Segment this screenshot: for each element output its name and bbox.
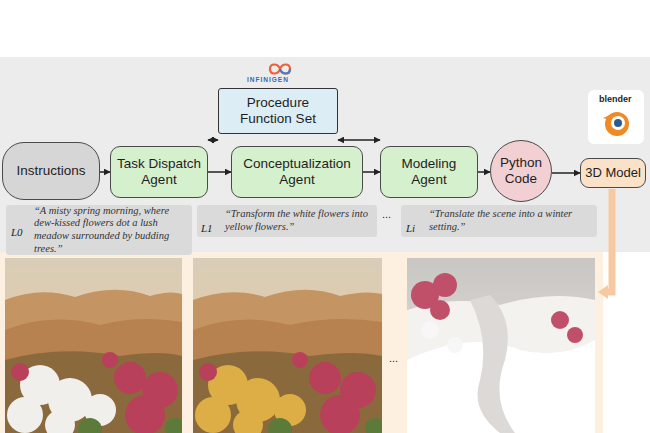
agent-box: Task Dispatch Agent bbox=[110, 146, 208, 198]
flow-arrow bbox=[100, 171, 110, 173]
agent-box: Conceptualization Agent bbox=[231, 146, 363, 198]
node-text: Modeling Agent bbox=[386, 156, 472, 187]
yellow-render bbox=[195, 397, 231, 433]
function-set-box: Procedure Function Set bbox=[218, 88, 338, 134]
logo-text: INFINIGEN bbox=[247, 76, 289, 83]
result-panel bbox=[0, 252, 603, 433]
winter-render bbox=[567, 327, 583, 343]
flow-arrow bbox=[208, 139, 218, 141]
winter-render bbox=[447, 337, 463, 353]
yellow-render bbox=[365, 418, 382, 433]
input-box: Instructions bbox=[2, 142, 100, 200]
agent-box: Modeling Agent bbox=[380, 146, 478, 198]
winter-render bbox=[407, 296, 595, 433]
flow-arrow bbox=[208, 171, 231, 173]
node-text: “Transform the white flowers into yellow… bbox=[225, 208, 371, 233]
model-leader bbox=[598, 285, 608, 299]
spring-render bbox=[78, 418, 102, 433]
blender-logo bbox=[611, 116, 625, 130]
winter-render bbox=[421, 321, 439, 339]
logo-text: blender bbox=[599, 94, 632, 104]
spring-render bbox=[7, 397, 43, 433]
spring-render bbox=[114, 362, 146, 394]
ellipsis: ... bbox=[382, 208, 391, 220]
flow-arrow bbox=[478, 171, 490, 173]
winter-render bbox=[407, 258, 595, 433]
node-text: Instructions bbox=[16, 163, 85, 179]
output-box: 3D Model bbox=[580, 158, 646, 188]
winter-render bbox=[421, 321, 463, 353]
node-text: 3D Model bbox=[585, 166, 641, 181]
infinigen-logo bbox=[280, 69, 290, 74]
yellow-render bbox=[292, 352, 308, 368]
code-circle: Python Code bbox=[490, 140, 552, 202]
instruction-quote: “Translate the scene into a winter setti… bbox=[401, 205, 597, 237]
winter-render bbox=[551, 311, 569, 329]
yellow-render bbox=[309, 362, 341, 394]
node-text: Conceptualization Agent bbox=[237, 156, 357, 187]
infinigen-logo bbox=[270, 65, 290, 74]
turn-index: Li bbox=[406, 222, 415, 234]
blender-logo bbox=[588, 90, 644, 144]
model-leader bbox=[606, 189, 612, 292]
node-text: Python Code bbox=[496, 155, 546, 186]
winter-render bbox=[411, 273, 583, 343]
yellow-render bbox=[320, 395, 360, 433]
winter-render bbox=[470, 295, 515, 433]
result-panel bbox=[0, 252, 603, 433]
winter-render bbox=[407, 258, 595, 433]
spring-render bbox=[11, 363, 29, 381]
flow-arrow bbox=[552, 172, 580, 174]
infinigen-logo bbox=[270, 65, 290, 74]
winter-render bbox=[430, 300, 450, 320]
winter-render bbox=[433, 273, 457, 297]
spring-render bbox=[165, 418, 182, 433]
ellipsis: ... bbox=[389, 352, 398, 364]
spring-render bbox=[45, 410, 75, 433]
yellow-render bbox=[268, 418, 292, 433]
blender-logo bbox=[588, 90, 644, 144]
yellow-render bbox=[199, 363, 217, 381]
node-text: Procedure Function Set bbox=[224, 95, 332, 126]
spring-render bbox=[5, 258, 182, 433]
model-leader bbox=[598, 189, 612, 299]
yellow-render bbox=[193, 258, 382, 433]
instruction-quote: “Transform the white flowers into yellow… bbox=[197, 205, 377, 237]
turn-index: L0 bbox=[11, 226, 23, 238]
node-text: “Translate the scene into a winter setti… bbox=[429, 208, 591, 233]
yellow-render bbox=[268, 418, 382, 433]
yellow-render bbox=[233, 410, 263, 433]
blender-logo bbox=[614, 119, 622, 127]
turn-index: L1 bbox=[201, 222, 213, 234]
node-text: “A misty spring morning, where dew-kisse… bbox=[34, 205, 186, 255]
node-text: Task Dispatch Agent bbox=[116, 156, 202, 187]
flow-arrow bbox=[363, 171, 380, 173]
spring-render bbox=[102, 352, 118, 368]
flow-arrow bbox=[338, 139, 380, 141]
spring-render bbox=[78, 418, 182, 433]
spring-render bbox=[125, 395, 165, 433]
blender-logo bbox=[603, 114, 612, 120]
instruction-quote: “A misty spring morning, where dew-kisse… bbox=[6, 205, 192, 255]
